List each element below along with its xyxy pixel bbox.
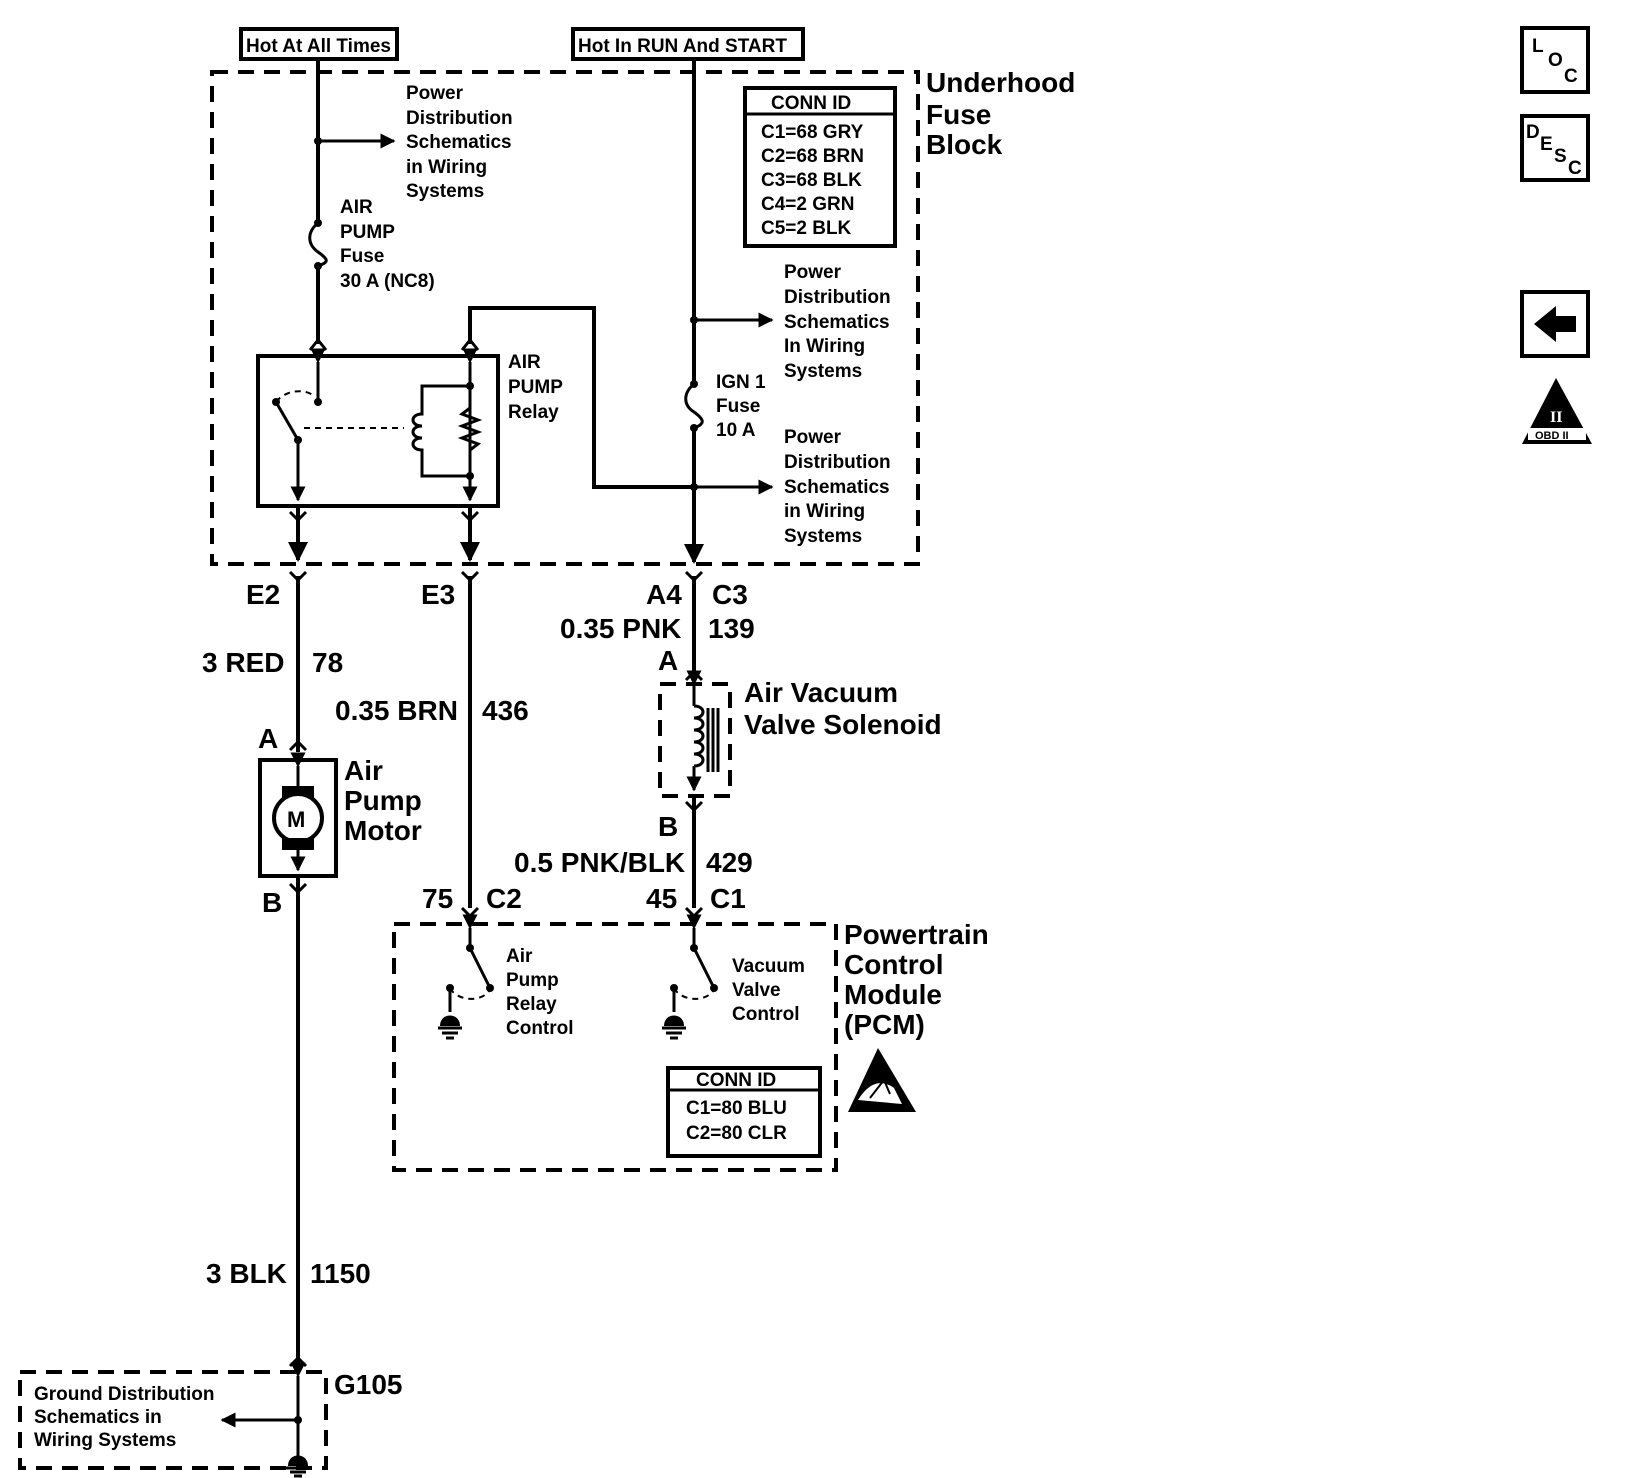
svg-text:OBD II: OBD II: [1535, 430, 1569, 442]
connector-e2: E2: [246, 579, 280, 610]
air-pump-motor: M: [258, 752, 338, 878]
power-distribution-ref-3: Power Distribution Schematics in Wiring …: [784, 427, 896, 547]
power-distribution-ref-2: Power Distribution Schematics In Wiring …: [784, 262, 896, 382]
svg-text:Hot At All Times: Hot At All Times: [246, 36, 391, 57]
svg-text:L: L: [1532, 36, 1544, 57]
svg-text:C1=68 GRY: C1=68 GRY: [761, 122, 864, 143]
svg-text:CONN ID: CONN ID: [696, 1070, 776, 1091]
air-vacuum-valve-solenoid: [686, 670, 720, 792]
ground-symbol-icon: [286, 1455, 310, 1478]
esd-warning-icon: [848, 1048, 916, 1112]
wire-pnkblk-circuit: 429: [706, 847, 753, 878]
solenoid-connector-a: A: [658, 645, 678, 676]
connector-e3: E3: [421, 579, 455, 610]
wire-brn-size: 0.35 BRN: [335, 695, 458, 726]
connector-a4: A4: [646, 579, 682, 610]
svg-text:Hot In RUN And START: Hot In RUN And START: [578, 36, 787, 57]
location-button[interactable]: L O C: [1520, 26, 1590, 94]
hot-in-run-start-label: Hot In RUN And START: [571, 27, 805, 61]
ground-boundary: [18, 1370, 328, 1470]
svg-text:C4=2 GRN: C4=2 GRN: [761, 194, 854, 215]
svg-text:C: C: [1568, 158, 1582, 179]
wire-red-size: 3 RED: [202, 647, 284, 678]
pcm-connector-c2: C2: [486, 883, 522, 914]
pcm-connector-c1: C1: [710, 883, 746, 914]
pcm-boundary: [392, 922, 838, 1172]
ign1-fuse: [684, 380, 704, 432]
pcm-conn-id-box: CONN ID C1=80 BLU C2=80 CLR: [666, 1066, 822, 1158]
svg-text:E: E: [1540, 134, 1553, 155]
svg-text:II: II: [1550, 409, 1562, 426]
air-pump-fuse: [308, 219, 328, 270]
solenoid-label: Air Vacuum Valve Solenoid: [744, 677, 942, 740]
svg-text:C5=2 BLK: C5=2 BLK: [761, 218, 852, 239]
fuse-block-boundary: [210, 70, 920, 566]
wire-red-circuit: 78: [312, 647, 343, 678]
pcm-title: Powertrain Control Module (PCM): [844, 919, 996, 1040]
air-pump-relay: [256, 348, 500, 508]
svg-text:C3=68 BLK: C3=68 BLK: [761, 170, 862, 191]
ground-g105-label: G105: [334, 1369, 403, 1400]
wire-brn-circuit: 436: [482, 695, 529, 726]
air-pump-relay-control-switch: [438, 914, 494, 1040]
wire-blk-circuit: 1150: [310, 1258, 371, 1289]
hot-at-all-times-label: Hot At All Times: [239, 27, 399, 61]
obd-ii-icon[interactable]: OBD II II: [1522, 378, 1592, 444]
left-arrow-icon: [1534, 306, 1576, 342]
ground-distribution-ref: Ground Distribution Schematics in Wiring…: [34, 1384, 220, 1451]
pcm-pin-45: 45: [646, 883, 677, 914]
svg-text:S: S: [1554, 146, 1567, 167]
wire-pnk-size: 0.35 PNK: [560, 613, 681, 644]
svg-text:C: C: [1564, 66, 1578, 87]
back-button[interactable]: [1520, 290, 1590, 358]
vacuum-valve-control-label: Vacuum Valve Control: [732, 956, 810, 1025]
wire-pnkblk-size: 0.5 PNK/BLK: [514, 847, 685, 878]
svg-text:CONN ID: CONN ID: [771, 93, 851, 114]
power-distribution-ref-1: Power Distribution Schematics in Wiring …: [406, 83, 518, 202]
fuse-block-title: Underhood Fuse Block: [926, 67, 1083, 160]
solenoid-connector-b: B: [658, 811, 678, 842]
description-button[interactable]: D E S C: [1520, 114, 1590, 182]
motor-connector-b: B: [262, 887, 282, 918]
pcm-pin-75: 75: [422, 883, 453, 914]
svg-text:O: O: [1548, 50, 1563, 71]
svg-text:C2=68 BRN: C2=68 BRN: [761, 146, 864, 167]
svg-text:C2=80 CLR: C2=80 CLR: [686, 1123, 787, 1144]
ign1-fuse-label: IGN 1 Fuse 10 A: [716, 372, 771, 441]
wire-pnk-circuit: 139: [708, 613, 755, 644]
svg-text:D: D: [1526, 122, 1540, 143]
air-pump-relay-label: AIR PUMP Relay: [508, 352, 568, 423]
motor-symbol: M: [287, 807, 305, 832]
connector-c3: C3: [712, 579, 748, 610]
fuse-block-conn-id-box: CONN ID C1=68 GRY C2=68 BRN C3=68 BLK C4…: [743, 86, 897, 248]
vacuum-valve-control-switch: [662, 914, 718, 1040]
air-pump-relay-control-label: Air Pump Relay Control: [506, 946, 574, 1039]
wire-blk-size: 3 BLK: [206, 1258, 287, 1289]
motor-connector-a: A: [258, 723, 278, 754]
air-pump-motor-label: Air Pump Motor: [344, 755, 430, 846]
svg-text:C1=80 BLU: C1=80 BLU: [686, 1098, 787, 1119]
air-pump-fuse-label: AIR PUMP Fuse 30 A (NC8): [340, 197, 435, 292]
